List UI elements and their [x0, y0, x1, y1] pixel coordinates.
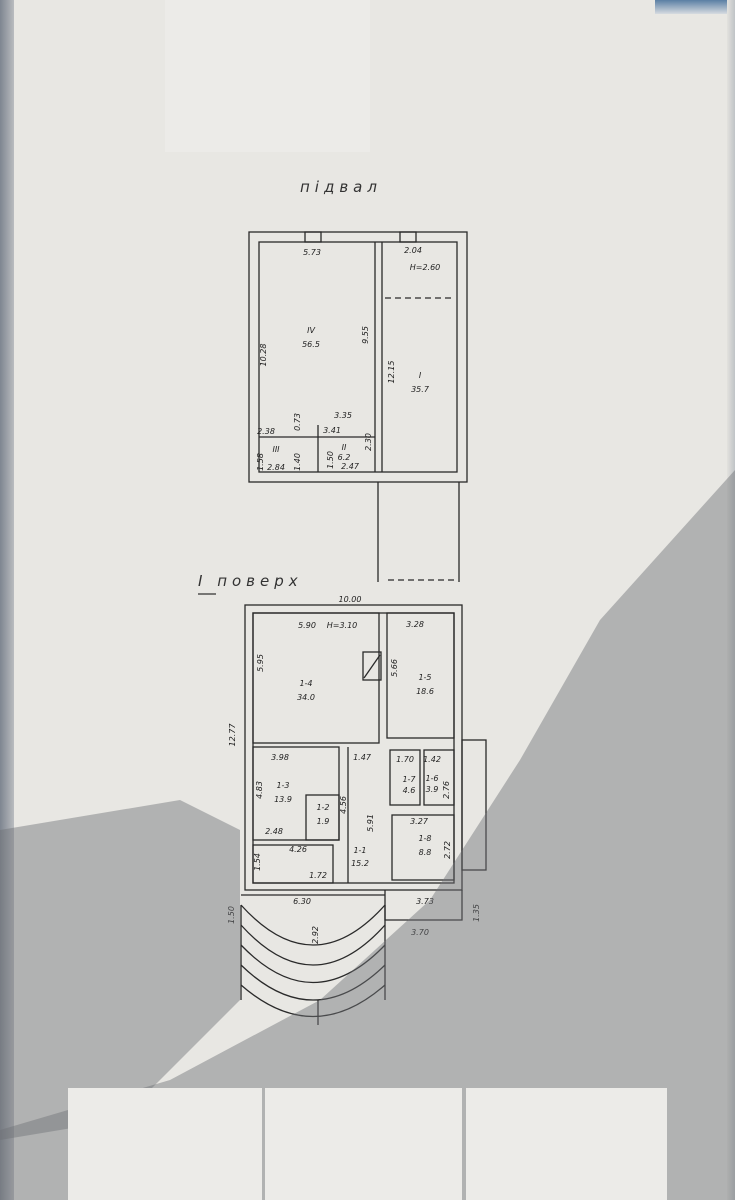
floor1-walls [241, 604, 487, 921]
dimension: 12.77 [228, 723, 237, 747]
dimension: 1.72 [309, 871, 327, 880]
basement-labels: IV 56.5 I 35.7 II 6.2 III 5.73 10.28 9.5… [256, 246, 440, 472]
floor1-labels: 1-4 34.0 1-5 18.6 1-3 13.9 1-7 4.6 1-6 3… [227, 595, 481, 944]
dimension: 3.27 [410, 817, 429, 826]
dimension: 10.28 [259, 344, 268, 367]
photo-shadow [0, 470, 735, 1200]
page-edge [727, 0, 735, 1200]
room-iv-number: IV [307, 326, 315, 335]
room-1-8-number: 1-8 [418, 834, 431, 843]
dimension: 2.72 [443, 841, 452, 859]
dimension: 1.58 [256, 453, 265, 471]
room-1-5-number: 1-5 [418, 673, 431, 682]
redacted-area-bottom-3 [466, 1088, 667, 1200]
photo-shadow-left [0, 800, 240, 1140]
room-1-6-area: 3.9 [426, 785, 439, 794]
dimension: 1.50 [326, 451, 335, 469]
dimension: 3.70 [411, 928, 429, 937]
room-1-5-area: 18.6 [416, 687, 434, 696]
ceiling-height: H=3.10 [327, 621, 358, 630]
room-iii-number: III [272, 445, 280, 454]
room-1-8-area: 8.8 [419, 848, 432, 857]
room-1-3-number: 1-3 [276, 781, 289, 790]
room-1-2-number: 1-2 [316, 803, 329, 812]
dimension: 3.35 [334, 411, 352, 420]
dimension: 2.84 [267, 463, 285, 472]
dimension: 3.41 [323, 426, 341, 435]
room-i-area: 35.7 [411, 385, 430, 394]
basement-walls [248, 231, 468, 582]
dimension: 1.35 [472, 904, 481, 922]
dimension: 3.28 [406, 620, 424, 629]
room-ii-area: 6.2 [338, 453, 351, 462]
dimension: 5.90 [298, 621, 316, 630]
room-i-number: I [419, 371, 422, 380]
dimension: 1.50 [227, 906, 236, 924]
room-1-6-number: 1-6 [425, 774, 438, 783]
room-1-4-number: 1-4 [299, 679, 312, 688]
dimension: 10.00 [339, 595, 362, 604]
dimension: 4.26 [289, 845, 307, 854]
entrance-stairs [240, 904, 386, 1025]
room-1-7-number: 1-7 [402, 775, 416, 784]
dimension: 12.15 [387, 361, 396, 384]
dimension: 5.66 [390, 659, 399, 677]
dimension: 1.42 [423, 755, 441, 764]
dimension: 1.47 [353, 753, 372, 762]
room-1-1-area: 15.2 [351, 859, 369, 868]
dimension: 2.04 [404, 246, 422, 255]
dimension: 2.47 [341, 462, 360, 471]
room-1-7-area: 4.6 [403, 786, 416, 795]
dimension: 5.95 [256, 654, 265, 672]
floor1-title: I поверх [198, 572, 303, 590]
folder-edge [655, 0, 735, 14]
room-1-4-area: 34.0 [297, 693, 315, 702]
room-1-2-area: 1.9 [317, 817, 330, 826]
redacted-area-bottom-2 [265, 1088, 462, 1200]
dimension: 1.70 [396, 755, 414, 764]
room-1-1-number: 1-1 [353, 846, 366, 855]
dimension: 1.54 [253, 853, 262, 871]
dimension: 0.73 [293, 413, 302, 431]
binder-edge [0, 0, 14, 1200]
room-ii-number: II [342, 443, 347, 452]
dimension: 9.55 [361, 326, 370, 344]
dimension: 4.83 [255, 781, 264, 799]
room-iv-area: 56.5 [302, 340, 320, 349]
dimension: 1.40 [293, 453, 302, 471]
dimension: 2.48 [265, 827, 283, 836]
dimension: 5.91 [366, 814, 375, 832]
room-1-3-area: 13.9 [274, 795, 292, 804]
dimension: 6.30 [293, 897, 311, 906]
dimension: 3.98 [271, 753, 289, 762]
dimension: 2.30 [364, 433, 373, 451]
dimension: 4.56 [339, 796, 348, 814]
redacted-area-bottom-1 [68, 1088, 262, 1200]
dimension: 2.38 [257, 427, 275, 436]
dimension: 3.73 [416, 897, 434, 906]
dimension: 5.73 [303, 248, 321, 257]
dimension: 2.92 [311, 926, 320, 944]
dimension: 2.76 [442, 781, 451, 799]
redacted-area-top [165, 0, 370, 152]
basement-title: підвал [300, 178, 382, 196]
ceiling-height: H=2.60 [410, 263, 441, 272]
